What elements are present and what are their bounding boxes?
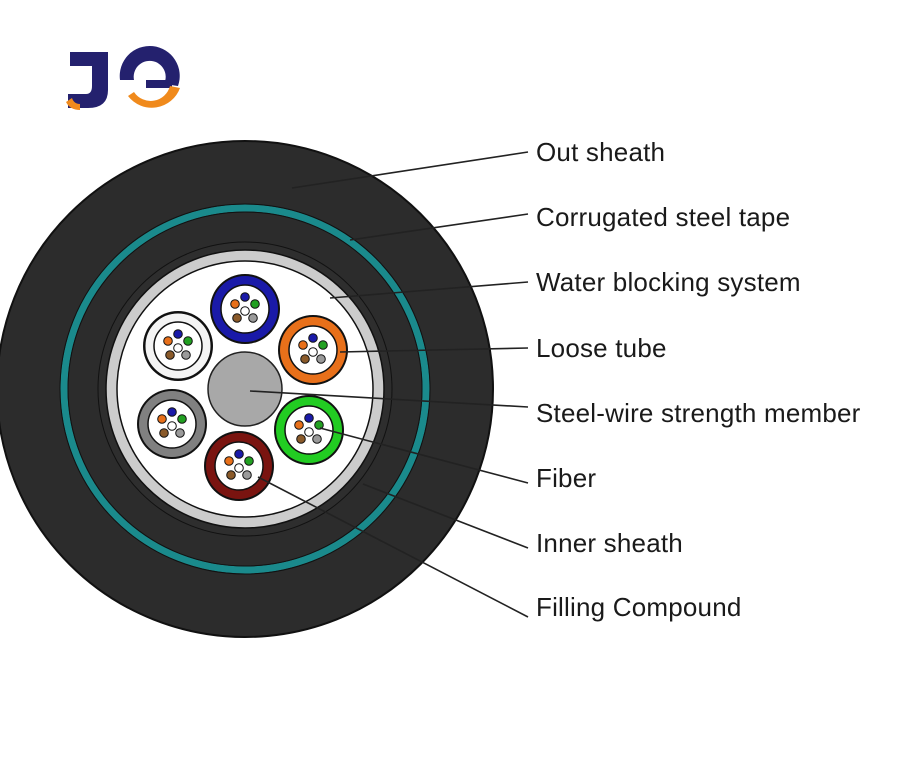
loose-tube-green [274,395,344,465]
leader-corrugated-tape [349,213,529,241]
leader-inner-sheath [362,483,529,549]
fiber [157,414,167,424]
fiber [304,413,314,423]
fiber [226,470,236,480]
fiber [316,354,326,364]
label-corrugated-steel-tape: Corrugated steel tape [536,202,791,232]
fiber [308,347,318,357]
fiber [224,456,234,466]
fiber [318,340,328,350]
leader-loose-tube [339,347,529,353]
leader-strength-member [249,390,529,408]
fiber [294,420,304,430]
jg-logo [66,45,180,110]
label-fiber: Fiber [536,463,597,493]
loose-tube-orange [278,315,348,385]
label-inner-sheath: Inner sheath [536,528,683,558]
fiber [163,336,173,346]
leader-out-sheath [291,151,529,189]
fiber [300,354,310,364]
label-out-sheath: Out sheath [536,137,666,167]
fiber [234,449,244,459]
fiber [240,292,250,302]
label-loose-tube: Loose tube [536,333,667,363]
leader-filling-compound [257,476,529,618]
fiber [183,336,193,346]
fiber [298,340,308,350]
loose-tube-white [143,311,213,381]
fiber [177,414,187,424]
leader-water-blocking [329,281,529,299]
fiber [250,299,260,309]
loose-tube-blue [210,274,280,344]
fiber [167,421,177,431]
loose-tube-grey [137,389,207,459]
fiber [173,343,183,353]
fiber [230,299,240,309]
loose-tube-red [204,431,274,501]
fiber [234,463,244,473]
fiber [312,434,322,444]
fiber [304,427,314,437]
fiber [240,306,250,316]
fiber [248,313,258,323]
fiber [242,470,252,480]
fiber [244,456,254,466]
leader-fiber [319,427,529,484]
fiber [175,428,185,438]
fiber [181,350,191,360]
fiber [173,329,183,339]
corrugated-steel-tape-ring [60,204,430,574]
fiber [167,407,177,417]
fiber [165,350,175,360]
fiber [232,313,242,323]
label-filling-compound: Filling Compound [536,592,742,622]
fiber [314,420,324,430]
fiber [159,428,169,438]
fiber [308,333,318,343]
steel-wire-strength-member [207,351,283,427]
fiber [296,434,306,444]
label-steel-wire-strength-member: Steel-wire strength member [536,398,861,428]
label-water-blocking-system: Water blocking system [536,267,801,297]
